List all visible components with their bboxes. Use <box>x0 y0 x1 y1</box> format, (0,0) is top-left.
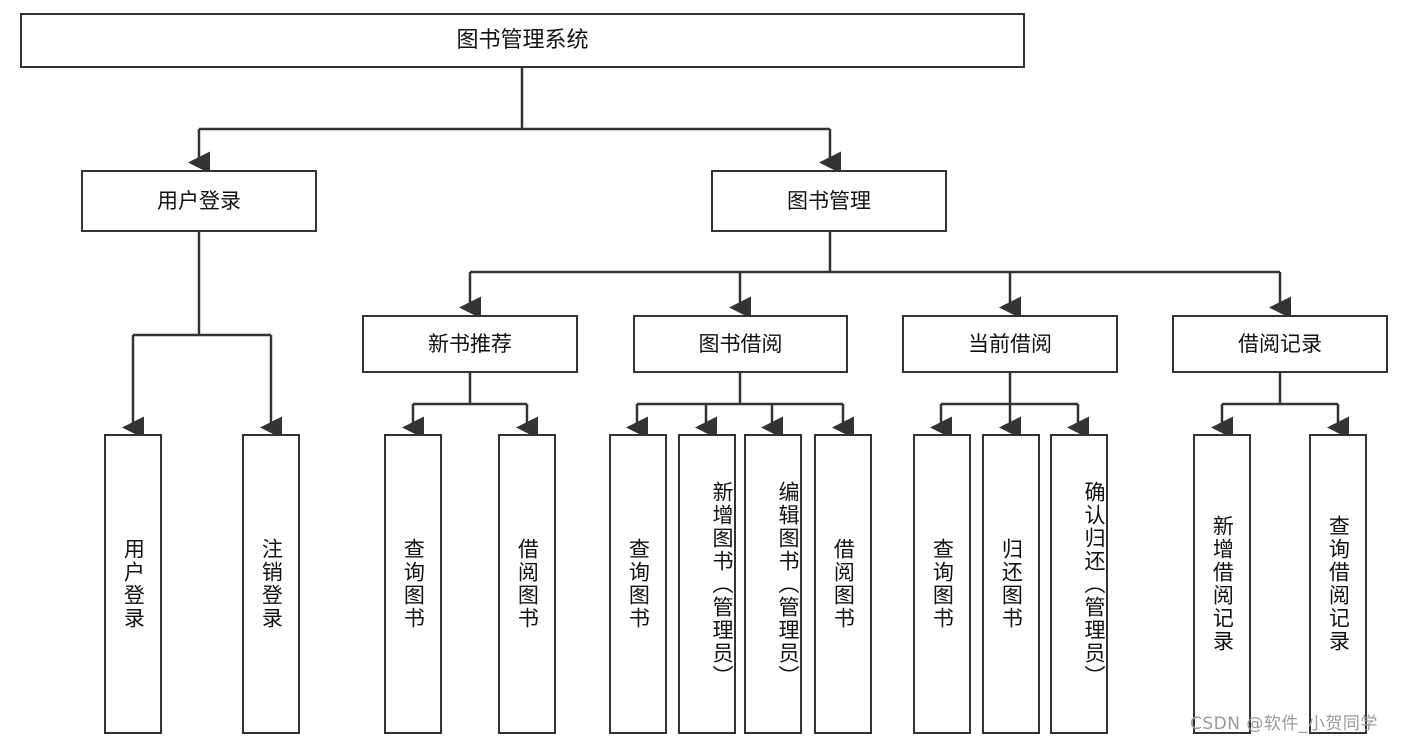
node-label: 注销登录 <box>259 538 284 630</box>
leaf-book-borrow-edit[interactable]: 编辑图书（管理员） <box>744 434 802 734</box>
node-label: 当前借阅 <box>968 331 1052 356</box>
node-label: 借阅图书 <box>515 538 540 630</box>
leaf-borrow-record-add[interactable]: 新增借阅记录 <box>1193 434 1251 734</box>
node-current-borrow[interactable]: 当前借阅 <box>902 315 1118 373</box>
node-new-book-recommend[interactable]: 新书推荐 <box>362 315 578 373</box>
node-label: 新书推荐 <box>428 331 512 356</box>
node-book-borrow[interactable]: 图书借阅 <box>633 315 848 373</box>
node-book-management[interactable]: 图书管理 <box>711 170 947 232</box>
leaf-current-borrow-return[interactable]: 归还图书 <box>982 434 1040 734</box>
leaf-borrow-record-query[interactable]: 查询借阅记录 <box>1309 434 1367 734</box>
node-label: 编辑图书（管理员） <box>776 480 800 688</box>
leaf-new-book-borrow[interactable]: 借阅图书 <box>498 434 556 734</box>
node-label: 归还图书 <box>999 538 1024 630</box>
node-label: 图书借阅 <box>698 331 783 356</box>
node-label: 图书管理 <box>787 188 871 213</box>
leaf-new-book-query[interactable]: 查询图书 <box>384 434 442 734</box>
node-user-login[interactable]: 用户登录 <box>81 170 317 232</box>
leaf-current-borrow-query[interactable]: 查询图书 <box>913 434 971 734</box>
node-label: 用户登录 <box>157 188 241 213</box>
node-borrow-record[interactable]: 借阅记录 <box>1172 315 1388 373</box>
node-label: 查询图书 <box>930 538 955 630</box>
leaf-current-borrow-confirm-return[interactable]: 确认归还（管理员） <box>1050 434 1108 734</box>
leaf-book-borrow-query[interactable]: 查询图书 <box>609 434 667 734</box>
leaf-book-borrow-lend[interactable]: 借阅图书 <box>814 434 872 734</box>
leaf-book-borrow-add[interactable]: 新增图书（管理员） <box>678 434 736 734</box>
node-label: 借阅图书 <box>831 538 856 630</box>
node-label: 查询图书 <box>401 538 426 630</box>
node-label: 借阅记录 <box>1238 331 1322 356</box>
leaf-user-login-signin[interactable]: 用户登录 <box>104 434 162 734</box>
leaf-user-login-signout[interactable]: 注销登录 <box>242 434 300 734</box>
node-label: 查询借阅记录 <box>1326 515 1351 653</box>
node-label: 用户登录 <box>121 538 146 630</box>
node-book-management-system[interactable]: 图书管理系统 <box>20 13 1025 68</box>
node-label: 图书管理系统 <box>456 27 589 53</box>
node-label: 查询图书 <box>626 538 651 630</box>
node-label: 确认归还（管理员） <box>1082 480 1106 688</box>
node-label: 新增图书（管理员） <box>710 480 734 688</box>
node-label: 新增借阅记录 <box>1210 515 1235 653</box>
